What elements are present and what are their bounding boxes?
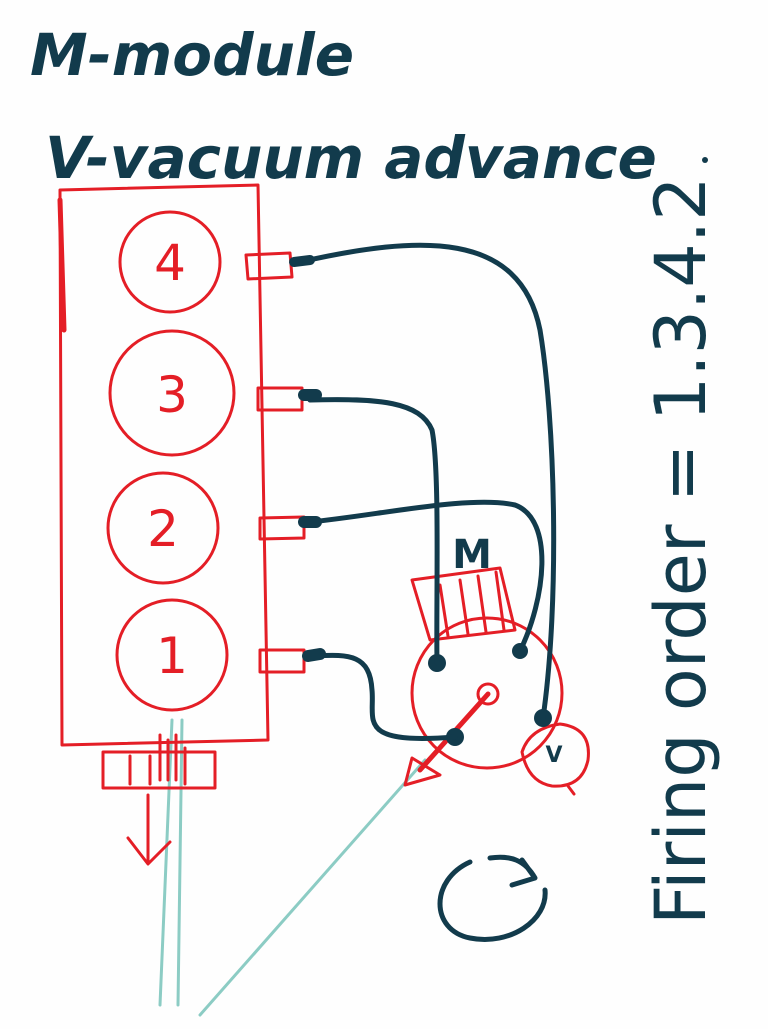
module-fins (438, 570, 506, 638)
cylinder-circle (118, 210, 222, 314)
engine-edge-mark (57, 197, 67, 333)
spark-plug-2 (258, 515, 306, 541)
vacuum-legend: V-vacuum advance (45, 124, 657, 192)
cylinder-label: 4 (154, 234, 186, 292)
guide-line-right (198, 758, 427, 1017)
module-legend: M-module (30, 21, 354, 89)
cylinder-4: 4 (118, 210, 294, 314)
guide-line-middle (176, 718, 184, 1007)
boot-1 (302, 648, 326, 662)
guide-line-left (158, 718, 174, 1007)
pulley-marks (128, 733, 187, 786)
wire-cylinder-4 (297, 242, 557, 721)
wire-cylinder-2 (307, 499, 545, 654)
guide-lines (158, 718, 427, 1017)
legend-dot (702, 157, 708, 163)
vacuum-label: V (545, 743, 562, 768)
wire-cylinder-3 (307, 397, 440, 666)
rotation-arrow-down (126, 793, 172, 866)
cylinder-circle (108, 329, 236, 457)
spark-plug-4 (244, 251, 294, 281)
wire-cylinder-1 (312, 652, 458, 741)
distributor-cap (410, 616, 564, 770)
plug-wires (289, 242, 557, 741)
ignition-module (410, 566, 517, 642)
pulley-outline (101, 750, 217, 790)
vacuum-nipple (566, 784, 576, 796)
spark-plug-3 (256, 386, 304, 412)
rotation-arc (437, 859, 548, 942)
cylinder-label: 1 (156, 627, 188, 685)
rotor-center (476, 682, 500, 706)
module-label: M (452, 532, 492, 578)
engine-block: 4 3 2 1 (57, 183, 306, 866)
firing-order-text: Firing order = 1.3.4.2 (640, 176, 722, 925)
vacuum-advance-unit (520, 722, 590, 788)
rotation-indicator (437, 854, 548, 942)
boot-4 (289, 255, 315, 267)
rotation-arrowhead (487, 854, 538, 888)
cylinder-circle (115, 598, 229, 712)
cylinder-2: 2 (106, 471, 306, 585)
crank-pulley (101, 733, 217, 866)
cylinder-1: 1 (115, 598, 306, 712)
cylinder-label: 3 (156, 366, 188, 424)
cylinder-circle (106, 471, 220, 585)
cylinder-3: 3 (108, 329, 304, 457)
rotor-tip-arrow (403, 756, 442, 787)
distributor: M V (403, 532, 590, 796)
spark-plug-1 (258, 648, 306, 674)
engine-outline (58, 183, 270, 747)
cylinder-label: 2 (147, 500, 179, 558)
